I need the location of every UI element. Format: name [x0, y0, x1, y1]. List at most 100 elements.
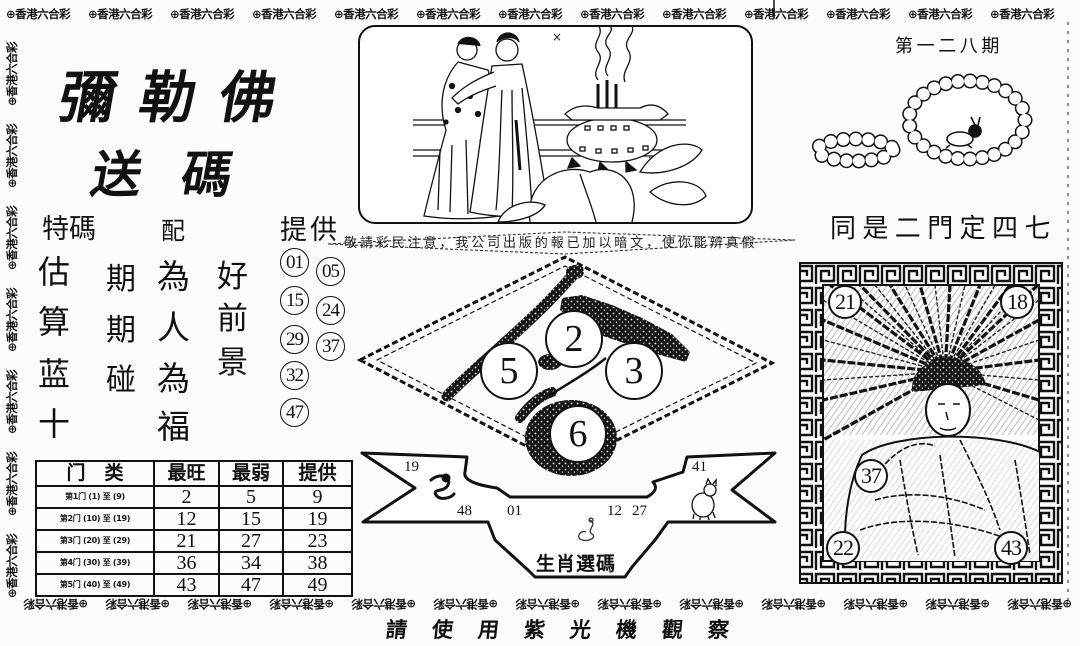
- hottest-value: 43: [153, 573, 220, 597]
- number-ball: 01: [280, 248, 309, 277]
- pig-number: 41: [692, 459, 707, 475]
- border-segment: ⊕香港六合彩: [498, 7, 563, 21]
- verse-char: 好: [217, 259, 248, 295]
- table-row: 第2门 (10) 至 (19) 12 15 19: [35, 507, 353, 531]
- verse-char: 期: [106, 262, 136, 297]
- title-sub: 送碼: [86, 145, 278, 204]
- header-provided: 提供: [282, 460, 353, 487]
- provided-value: 19: [282, 507, 353, 531]
- number-ball: 24: [316, 296, 345, 325]
- weakest-value: 34: [218, 551, 284, 575]
- verse-char: 福: [157, 407, 190, 446]
- border-segment: ⊕香港六合彩: [269, 597, 334, 611]
- verse-char: 估: [38, 253, 71, 291]
- hottest-value: 21: [153, 529, 220, 553]
- border-segment: ⊕香港六合彩: [826, 7, 891, 21]
- buddha-ball: 43: [994, 531, 1028, 565]
- border-top: ⊕香港六合彩 ⊕香港六合彩 ⊕香港六合彩 ⊕香港六合彩 ⊕香港六合彩 ⊕香港六合…: [6, 7, 1072, 21]
- door-label: 第1门 (1) 至 (9): [35, 485, 155, 509]
- door-label: 第4门 (30) 至 (39): [35, 551, 155, 575]
- border-segment: ⊕香港六合彩: [187, 597, 252, 611]
- verse-char: 算: [38, 303, 71, 341]
- border-segment: ⊕香港六合彩: [252, 7, 317, 21]
- provide-label: 提供: [280, 215, 340, 246]
- diamond-ball: 3: [605, 342, 663, 400]
- diamond-ball: 5: [480, 342, 538, 400]
- door-table: 门 类 最旺 最弱 提供 第1门 (1) 至 (9) 2 5 9 第2门 (10…: [35, 460, 353, 597]
- border-segment: ⊕香港六合彩: [515, 597, 580, 611]
- table-row: 第3门 (20) 至 (29) 21 27 23: [35, 529, 353, 553]
- border-segment: ⊕香港六合彩: [1007, 597, 1072, 611]
- border-segment: ⊕香港六合彩: [433, 597, 498, 611]
- hottest-value: 2: [153, 485, 220, 509]
- header-door: 门 类: [35, 460, 155, 487]
- border-segment: ⊕香港六合彩: [416, 7, 481, 21]
- border-segment: ⊕香港六合彩: [170, 7, 235, 21]
- weakest-value: 27: [218, 529, 284, 553]
- verse-char: 碰: [106, 363, 136, 398]
- verse-char: 為: [157, 359, 190, 398]
- border-segment: ⊕香港六合彩: [5, 205, 19, 270]
- rabbit-icon: [945, 116, 982, 149]
- border-segment: ⊕香港六合彩: [761, 597, 826, 611]
- snake-icon: [578, 517, 595, 542]
- number-ball: 47: [280, 398, 309, 427]
- authenticity-notice: 敬請彩民注意，我公司出版的報已加以暗文，使你能辨真假: [344, 236, 758, 251]
- provided-value: 9: [282, 485, 353, 509]
- table-row: 第5门 (40) 至 (49) 43 47 49: [35, 573, 353, 597]
- border-segment: ⊕香港六合彩: [88, 7, 153, 21]
- issue-number: 第一二八期: [895, 36, 1003, 57]
- border-segment: ⊕香港六合彩: [5, 287, 19, 352]
- special-code-label: 特碼: [42, 214, 96, 245]
- buddha-ball: 18: [1000, 285, 1034, 319]
- header-weakest: 最弱: [218, 460, 284, 487]
- border-segment: ⊕香港六合彩: [908, 7, 973, 21]
- border-segment: ⊕香港六合彩: [990, 7, 1055, 21]
- buddha-ball: 22: [826, 531, 860, 565]
- hottest-value: 36: [153, 551, 220, 575]
- zodiac-ribbon: [360, 451, 777, 579]
- number-ball: 37: [316, 332, 345, 361]
- border-segment: ⊕香港六合彩: [597, 597, 662, 611]
- number-ball: 15: [280, 286, 309, 315]
- border-segment: ⊕香港六合彩: [5, 123, 19, 188]
- dragon-icon: [429, 473, 456, 500]
- verse-char: 前: [217, 301, 248, 337]
- verse-char: 蓝: [38, 355, 71, 393]
- border-segment: ⊕香港六合彩: [23, 597, 88, 611]
- border-segment: ⊕香港六合彩: [679, 597, 744, 611]
- door-label: 第2门 (10) 至 (19): [35, 507, 155, 531]
- border-segment: ⊕香港六合彩: [662, 7, 727, 21]
- door-label: 第3门 (20) 至 (29): [35, 529, 155, 553]
- provided-value: 23: [282, 529, 353, 553]
- zodiac-number: 01: [507, 503, 522, 519]
- hottest-value: 12: [153, 507, 220, 531]
- zodiac-number: 12: [607, 503, 622, 519]
- dragon-number: 19: [404, 459, 419, 475]
- diamond-ball: 6: [549, 405, 607, 463]
- verse-char: 期: [106, 313, 136, 348]
- provided-value: 38: [282, 551, 353, 575]
- border-segment: ⊕香港六合彩: [6, 7, 71, 21]
- bead-loop: [809, 73, 1033, 169]
- verse-char: 十: [38, 405, 71, 443]
- door-label: 第5门 (40) 至 (49): [35, 573, 155, 597]
- border-left: ⊕香港六合彩 ⊕香港六合彩 ⊕香港六合彩 ⊕香港六合彩 ⊕香港六合彩 ⊕香港六合…: [5, 25, 19, 598]
- border-segment: ⊕香港六合彩: [744, 7, 809, 21]
- border-segment: ⊕香港六合彩: [925, 597, 990, 611]
- door-tip: 同是二門定四七: [830, 214, 1057, 244]
- buddha-ball: 37: [854, 459, 888, 493]
- verse-char: 景: [217, 345, 248, 381]
- border-segment: ⊕香港六合彩: [351, 597, 416, 611]
- border-segment: ⊕香港六合彩: [105, 597, 170, 611]
- border-segment: ⊕香港六合彩: [5, 41, 19, 106]
- number-ball: 05: [316, 257, 345, 286]
- border-segment: ⊕香港六合彩: [580, 7, 645, 21]
- notice-band: [327, 231, 796, 255]
- zodiac-number: 48: [457, 503, 472, 519]
- table-header-row: 门 类 最旺 最弱 提供: [35, 460, 353, 487]
- provided-value: 49: [282, 573, 353, 597]
- pig-icon: [691, 477, 717, 521]
- verse-char: 人: [157, 308, 190, 347]
- pair-label: 配: [161, 217, 185, 245]
